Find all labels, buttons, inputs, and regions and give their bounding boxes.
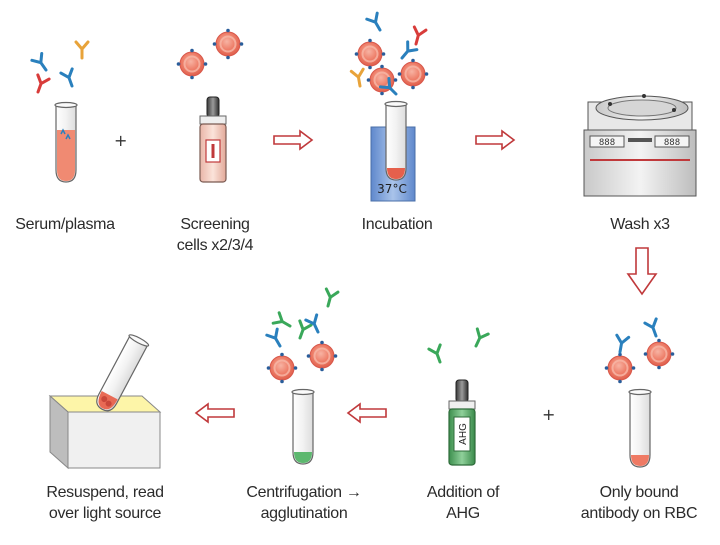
label-serum-line-1: Serum/plasma [15,216,115,233]
label-resuspend-line-2: over light source [48,505,162,522]
label-serum: Serum/plasma [10,214,120,235]
ahg-antibodies [427,327,490,366]
tilted-test-tube-icon [96,334,150,412]
label-wash-line-1: Wash x3 [610,216,670,233]
arrow-3-icon [626,247,658,296]
label-screening-line-1: Screening [180,216,250,233]
label-ahg-line-1: Addition of [426,484,500,501]
arrow-2-icon [475,130,515,150]
bound-cells [603,317,676,385]
label-resuspend: Resuspend, read over light source [30,482,180,524]
serum-antibodies [30,40,90,96]
bound-test-tube-icon [628,388,652,468]
label-bound: Only bound antibody on RBC [568,482,710,524]
plus-sign-1: + [114,131,127,150]
arrow-4-icon [346,402,387,424]
centrifuge-icon: 888 888 [583,94,697,197]
centrifuged-test-tube-icon [291,388,315,465]
label-centrifuge-line-2: agglutination [260,505,348,522]
centrifuge-display-left: 888 [599,138,615,148]
label-incubation-line-1: Incubation [361,216,433,233]
label-ahg-line-2: AHG [446,505,480,522]
label-ahg: Addition of AHG [408,482,518,524]
label-centrifuge: Centrifugation → agglutination [226,482,382,524]
label-screening: Screening cells x2/3/4 [160,214,270,256]
ahg-bottle-label: AHG [458,423,469,445]
light-box-icon [48,394,162,470]
label-bound-line-1: Only bound [599,484,679,501]
centrifuge-display-right: 888 [664,138,680,148]
label-resuspend-line-1: Resuspend, read [46,484,164,501]
label-screening-line-2: cells x2/3/4 [176,237,254,254]
plus-sign-2: + [542,405,555,424]
label-incubation: Incubation [345,214,449,235]
arrow-5-icon [194,402,235,424]
label-centrifuge-line-1: Centrifugation → [246,484,362,501]
water-bath-icon: 37°C [370,100,416,202]
arrow-1-icon [273,130,313,150]
screening-cells [175,27,245,81]
incubation-cells [349,11,430,100]
temperature-label: 37°C [377,182,407,196]
ahg-dropper-bottle-icon: AHG [448,379,476,466]
label-bound-line-2: antibody on RBC [580,505,698,522]
screening-dropper-bottle-icon [199,96,227,183]
serum-test-tube-icon [54,101,78,183]
label-wash: Wash x3 [585,214,695,235]
agglutinated-cells [265,287,340,385]
